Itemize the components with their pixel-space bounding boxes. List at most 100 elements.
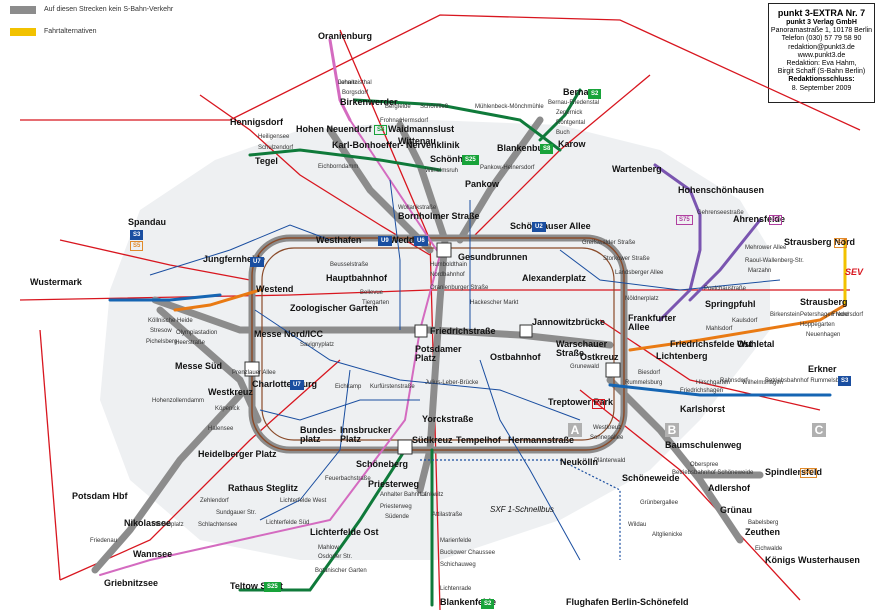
station-potsdam: Potsdam Hbf	[72, 491, 128, 501]
station-karow: Karow	[558, 139, 586, 149]
station-gesundbrunnen: Gesundbrunnen	[458, 252, 528, 262]
station-messe-nord: Messe Nord/ICC	[254, 329, 324, 339]
station-marker-friedrichstrasse	[414, 324, 428, 338]
line-badge-s2-blankenfelde: S2	[481, 599, 495, 609]
station-schoenholz: Schönholz	[430, 154, 476, 164]
station-alexanderplatz: Alexanderplatz	[522, 273, 587, 283]
minor-station-label: Friedrichshagen	[680, 388, 724, 394]
minor-station-label: Rummelsburg	[625, 380, 663, 386]
station-erkner: Erkner	[808, 364, 837, 374]
line-badge-s2: S2	[588, 89, 602, 99]
station-nikolassee: Nikolassee	[124, 518, 172, 528]
minor-station-label: Borgsdorf	[342, 90, 369, 96]
station-waidmannslust: Waidmannslust	[388, 124, 455, 134]
regional-west	[59, 239, 251, 281]
minor-station-label: Neuenhagen	[806, 332, 841, 338]
station-friedrichsfelde-ost: Friedrichsfelde Ost	[670, 339, 753, 349]
station-zeuthen: Zeuthen	[745, 527, 780, 537]
legend-alternatives-label: Fahrtalternativen	[44, 28, 97, 35]
minor-station-label: Sundgauer Str.	[216, 510, 257, 516]
line-badge-s5-strausberg: S5	[834, 238, 848, 248]
minor-station-label: Priesterweg	[380, 504, 412, 510]
minor-station-label: Marzahn	[748, 268, 772, 274]
station-karlshorst: Karlshorst	[680, 404, 726, 414]
u3-line	[259, 399, 420, 421]
ring-line	[251, 237, 625, 451]
line-badge-u7-jungfernheide: U7	[250, 257, 264, 267]
editors-line-1: Redaktion: Eva Hahm,	[786, 60, 857, 68]
station-heidelberger-platz: Heidelberger Platz	[198, 449, 277, 459]
sev-label: SEV	[845, 267, 864, 277]
minor-station-label: Biesdorf	[638, 370, 661, 376]
station-zoo: Zoologischer Garten	[290, 303, 379, 313]
s3-line	[608, 383, 832, 397]
minor-station-label: Altglienicke	[652, 532, 683, 538]
station-wannsee: Wannsee	[133, 549, 173, 559]
station-potsdamer-platz: Potsdamer Platz	[415, 344, 462, 363]
station-marker-suedkreuz	[397, 439, 413, 455]
station-gruenau: Grünau	[720, 505, 753, 515]
publisher-address: Panoramastraße 1, 10178 Berlin	[770, 27, 873, 35]
station-karl-bonhoeffer: Karl-Bonhoeffer- Nervenklinik	[332, 140, 460, 150]
north-south-closed	[396, 121, 449, 494]
station-hennigsdorf: Hennigsdorf	[230, 117, 283, 127]
station-schoeneberg: Schöneberg	[356, 459, 409, 469]
minor-station-label: Humboldthain	[430, 262, 468, 268]
publisher-name: punkt 3 Verlag GmbH	[786, 19, 857, 26]
station-hermannstrasse: Hermannstraße	[508, 435, 575, 445]
deadline-label: Redaktionsschluss:	[788, 76, 855, 84]
legend-closed-label: Auf diesen Strecken kein S-Bahn-Verkehr	[44, 6, 174, 13]
station-jannowitz: Jannowitzbrücke	[532, 317, 606, 327]
section-a-marker: A	[568, 423, 582, 437]
station-bernau: Bernau	[563, 87, 595, 97]
minor-station-label: Rahnsdorf	[720, 378, 748, 384]
section-c-marker: C	[812, 423, 826, 437]
station-jungfernheide: Jungfernheide	[203, 254, 266, 264]
minor-station-label: Bergfelde	[385, 104, 411, 110]
editors-line-2: Birgit Schaff (S-Bahn Berlin)	[777, 68, 866, 76]
minor-station-label: Prenzlauer Allee	[232, 370, 276, 376]
line-badge-s75: S75	[676, 215, 693, 225]
minor-station-label: Wildau	[628, 522, 647, 528]
minor-station-label: Marienfelde	[440, 538, 472, 544]
minor-station-label: Lichtenrade	[440, 586, 472, 592]
station-pankow: Pankow	[465, 179, 500, 189]
line-badge-s25-teltow: S25	[264, 582, 281, 592]
minor-station-label: Westkreuz	[593, 425, 622, 431]
minor-station-label: Mahlow	[318, 545, 339, 551]
station-baumschulenweg: Baumschulenweg	[665, 440, 742, 450]
minor-station-label: Röntgental	[556, 120, 586, 126]
minor-station-label: Schlachtensee	[198, 522, 238, 528]
station-yorckstrasse: Yorckstraße	[422, 414, 474, 424]
station-tempelhof: Tempelhof	[456, 435, 501, 445]
minor-station-label: Bernau-Friedenstal	[548, 100, 600, 106]
station-blankenfelde: Blankenfelde	[440, 597, 497, 607]
minor-station-label: Zehlendorf	[200, 498, 229, 504]
minor-station-label: Mühlenbeck-Mönchmühle	[475, 104, 544, 110]
minor-station-label: Stresow	[150, 328, 172, 334]
line-badge-u9: U9	[378, 236, 392, 246]
minor-station-label: Buch	[556, 130, 570, 136]
minor-station-label: Köllnische Heide	[148, 318, 193, 324]
minor-station-label: Pichelsberg	[146, 339, 178, 345]
minor-station-label: Hoppegarten	[800, 322, 835, 328]
legend-closed-swatch	[10, 6, 36, 14]
station-teltow-stadt: Teltow Stadt	[230, 581, 283, 591]
deadline-date: 8. September 2009	[791, 84, 852, 92]
minor-station-label: Betriebsbahnhof Schöneweide	[672, 470, 754, 476]
station-neukoelln: Neukölln	[560, 457, 599, 467]
minor-station-label: Hermsdorf	[400, 118, 429, 124]
station-ostbahnhof: Ostbahnhof	[490, 352, 541, 362]
regional-outer	[20, 14, 861, 131]
minor-station-label: Plänterwald	[594, 458, 626, 464]
north-closed	[326, 126, 434, 254]
minor-station-label: Birkenstein	[770, 312, 800, 318]
line-badge-s8: S8	[374, 125, 388, 135]
station-hauptbahnhof: Hauptbahnhof	[326, 273, 387, 283]
minor-station-label: Halensee	[208, 426, 234, 432]
station-hohenschoenhausen: Hohenschönhausen	[678, 185, 765, 195]
station-lichtenberg: Lichtenberg	[656, 351, 708, 361]
minor-station-label: Frohnau	[380, 118, 403, 124]
minor-station-label: Osdorfer Str.	[318, 554, 353, 560]
minor-station-label: Sonnenallee	[590, 435, 624, 441]
